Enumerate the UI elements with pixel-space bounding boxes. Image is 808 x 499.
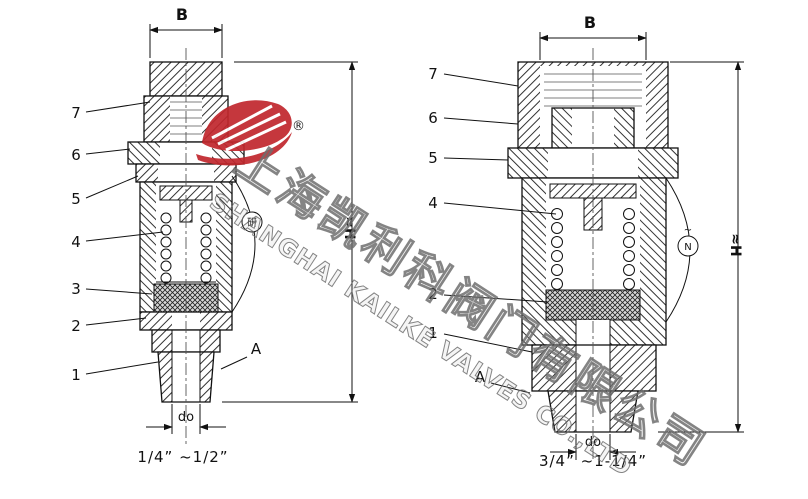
surface-mark-left: 研	[247, 217, 257, 229]
dim-h-left: ≈H	[341, 216, 357, 239]
callouts-left: 7 6 5 4 3 2 1	[71, 101, 164, 384]
surface-mark-right: N	[684, 242, 691, 253]
callouts-right: 7 6 5 4 2 1	[428, 65, 557, 353]
part-label: 2	[71, 317, 81, 335]
part-label: 5	[71, 190, 81, 208]
dim-do-left: do	[178, 410, 194, 425]
label-a-right: A	[475, 368, 486, 386]
dim-h-right: ≈H	[727, 233, 743, 256]
part-label: 3	[71, 280, 81, 298]
part-label: 7	[71, 104, 81, 122]
part-label: 6	[428, 109, 438, 127]
registered-mark: ®	[292, 119, 305, 134]
part-label: 4	[428, 194, 438, 212]
dim-b-left: B	[176, 5, 188, 24]
part-label: 7	[428, 65, 438, 83]
dim-b-right: B	[584, 13, 596, 32]
part-label: 2	[428, 285, 438, 303]
brand-logo: ®	[196, 100, 305, 166]
dim-do-right: do	[585, 435, 601, 450]
caption-right: 3/4” ~1-1/4”	[539, 452, 647, 470]
spring-coils-left	[160, 212, 212, 284]
part-label: 1	[71, 366, 81, 384]
part-label: 4	[71, 233, 81, 251]
label-a-left: A	[251, 340, 262, 358]
caption-left: 1/4” ~1/2”	[137, 448, 228, 466]
dimensions-left: B ≈H do A	[146, 5, 358, 434]
part-label: 1	[428, 324, 438, 342]
part-label: 6	[71, 146, 81, 164]
dimensions-right: B ≈H do A	[475, 13, 744, 460]
surface-mark-wave: ~	[684, 225, 692, 236]
part-label: 5	[428, 149, 438, 167]
valve-section-large: N ~	[507, 48, 699, 462]
